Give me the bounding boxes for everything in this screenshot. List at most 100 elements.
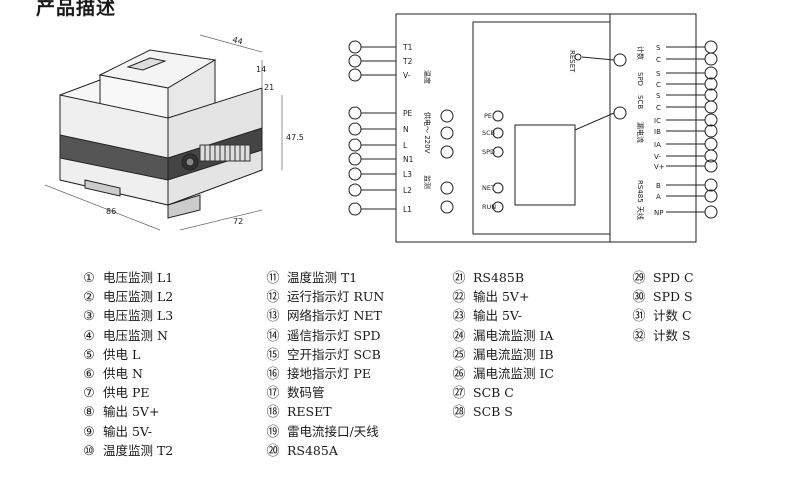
legend-number: ㉓	[452, 309, 466, 325]
legend-text: 漏电流监测 IA	[473, 327, 554, 343]
legend-number: ④	[83, 328, 95, 344]
svg-text:N1: N1	[403, 155, 414, 164]
rterm-B: B	[656, 178, 718, 192]
led-column: PE SCB SPD NET RUN	[440, 109, 504, 214]
legend-number: ①	[83, 271, 95, 286]
front-panel	[395, 13, 697, 243]
right-group-labels: 计数 SPD SCB 漏电流 RS485 天线	[636, 46, 645, 220]
svg-text:C: C	[656, 56, 661, 64]
legend-number: ⑧	[83, 405, 95, 421]
legend-item: ⑧ 输出 5V+	[80, 402, 173, 421]
reset-label: RESET	[568, 50, 576, 73]
legend-number: ⑮	[266, 347, 280, 363]
legend-number: ⑲	[266, 424, 280, 440]
legend-text: 输出 5V+	[103, 404, 160, 420]
rterm-scb-S: S	[656, 88, 718, 102]
legend-text: 电压监测 L1	[103, 270, 174, 285]
svg-text:NP: NP	[654, 209, 663, 217]
led-NET: NET	[440, 181, 504, 195]
legend-text: RESET	[287, 404, 332, 420]
legend-text: 供电 N	[103, 365, 143, 381]
svg-text:T2: T2	[402, 57, 413, 66]
rterm-scb-C: C	[656, 100, 718, 114]
legend-number: ⑥	[83, 366, 95, 382]
legend-text: 供电 L	[103, 346, 141, 362]
legend-text: 计数 C	[653, 308, 692, 324]
dim-21: 21	[264, 83, 274, 92]
left-terminal-column: T1 T2 V- PE N L N1 L3 L2 L1	[348, 40, 414, 216]
legend-text: 电压监测 N	[103, 327, 168, 343]
legend-number: ⑩	[83, 443, 95, 459]
legend-text: 温度监测 T2	[103, 442, 174, 458]
group-monitor: 监测	[423, 175, 432, 189]
legend-text: 遥信指示灯 SPD	[287, 327, 381, 343]
legend-number: ⑭	[266, 328, 280, 344]
terminal-L1: L1	[348, 202, 412, 216]
reset-callout: RESET	[568, 50, 627, 131]
dim-47-5: 47.5	[286, 133, 304, 142]
svg-text:C: C	[656, 81, 661, 89]
legend-text: 供电 PE	[103, 385, 150, 401]
legend-number: ㉑	[452, 271, 466, 286]
svg-text:RS485: RS485	[636, 180, 644, 203]
left-group-labels: 温度 供电～ 220V 监测	[423, 70, 432, 189]
svg-text:V+: V+	[654, 163, 665, 171]
dim-14: 14	[256, 65, 266, 74]
legend-number: ⑫	[266, 290, 280, 306]
legend-text: 输出 5V-	[473, 308, 523, 324]
rterm-count-C: C	[656, 52, 718, 66]
svg-text:A: A	[656, 193, 661, 201]
legend-text: 计数 S	[653, 327, 691, 343]
svg-text:PE: PE	[403, 109, 413, 118]
terminal-N: N	[348, 122, 409, 136]
legend-number: ㉘	[452, 405, 466, 421]
svg-text:计数: 计数	[636, 46, 645, 60]
svg-text:IB: IB	[654, 128, 661, 136]
dim-72: 72	[233, 217, 243, 226]
legend-number: ㉔	[452, 328, 466, 344]
legend-text: 雷电流接口/天线	[287, 423, 379, 439]
legend-text: RS485B	[473, 270, 525, 285]
legend-text: SPD C	[653, 270, 694, 285]
legend-text: 温度监测 T1	[287, 270, 358, 285]
legend-item: ⑩ 温度监测 T2	[80, 441, 173, 460]
legend-text: 数码管	[287, 385, 325, 401]
terminal-L: L	[348, 138, 408, 152]
rterm-V-: V-	[654, 149, 718, 163]
legend-number: ㉒	[452, 290, 466, 306]
terminal-T1: T1	[348, 40, 413, 54]
legend-number: ⑯	[266, 366, 280, 382]
terminal-V-: V-	[348, 68, 411, 82]
legend-text: SCB S	[473, 404, 513, 420]
terminal-L2: L2	[348, 183, 412, 197]
rterm-A: A	[656, 189, 718, 203]
svg-text:PE: PE	[484, 112, 492, 120]
legend-text: RS485A	[287, 442, 338, 458]
legend-number: ㉜	[632, 328, 646, 344]
svg-text:L: L	[403, 141, 408, 150]
rterm-spd-C: C	[656, 77, 718, 91]
dim-44: 44	[232, 35, 244, 46]
legend-number: ㉛	[632, 309, 646, 325]
rterm-spd-S: S	[656, 66, 718, 80]
svg-text:SPD: SPD	[636, 72, 644, 86]
terminal-T2: T2	[348, 54, 413, 68]
legend-item: ④ 电压监测 N	[80, 326, 173, 345]
svg-text:S: S	[656, 70, 661, 78]
right-terminal-column: S C S C S C IC IB IA V- V+ B A NP	[654, 40, 718, 219]
